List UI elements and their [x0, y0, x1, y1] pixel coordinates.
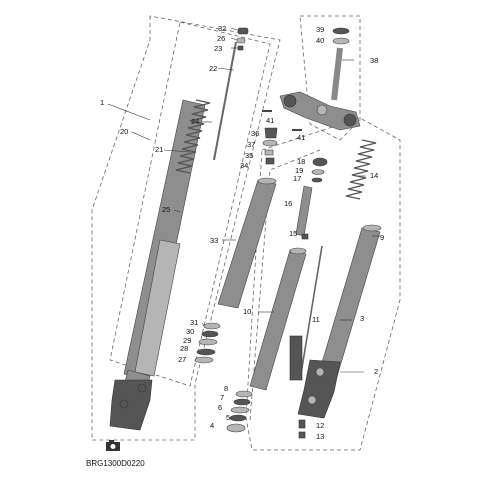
- callout-4: 4: [210, 421, 214, 430]
- callout-21: 21: [155, 145, 163, 154]
- callout-41-b: 41: [297, 133, 305, 142]
- left-fork-tube: [109, 99, 206, 431]
- camera-icon: [106, 440, 120, 451]
- left-fork-cap-parts: [236, 27, 249, 51]
- callout-26: 26: [217, 34, 225, 43]
- illustration-code: BRG1300D0220: [86, 459, 145, 468]
- right-outer-tube-3: [317, 224, 382, 381]
- callout-22: 22: [209, 64, 217, 73]
- bolts-12-13: [298, 419, 306, 439]
- callout-7: 7: [220, 393, 224, 402]
- callout-30: 30: [186, 327, 194, 336]
- right-fork-spring-14: [345, 139, 377, 200]
- left-fork-spring: [175, 99, 211, 174]
- callout-9: 9: [380, 233, 384, 242]
- callout-28: 28: [180, 344, 188, 353]
- callout-38: 38: [370, 56, 378, 65]
- callout-24: 24: [191, 117, 199, 126]
- callout-3: 3: [360, 314, 364, 323]
- callout-32: 32: [218, 24, 226, 33]
- callout-41-a: 41: [266, 116, 274, 125]
- callout-36: 36: [251, 129, 259, 138]
- callout-16: 16: [284, 199, 292, 208]
- callout-5: 5: [226, 413, 230, 422]
- assembly-boundary-38: [299, 15, 361, 141]
- callout-25: 25: [162, 205, 170, 214]
- callout-19: 19: [295, 166, 303, 175]
- rod-11: [289, 245, 323, 381]
- callout-40: 40: [316, 36, 324, 45]
- callout-2: 2: [374, 367, 378, 376]
- callout-labels: 1 2 3 4 5 6 7 8 9 10 11 12 13 14 15 16 1…: [100, 24, 384, 441]
- callout-14: 14: [370, 171, 378, 180]
- steering-stem-38: [279, 27, 361, 131]
- seal-stack-27-31: [194, 322, 221, 364]
- callout-6: 6: [218, 403, 222, 412]
- assembly-boundary-2: [245, 117, 401, 451]
- callout-11: 11: [312, 315, 320, 324]
- damper-cartridge-33: [217, 177, 277, 309]
- callout-10: 10: [243, 307, 251, 316]
- outer-tube-10: [249, 247, 307, 391]
- callout-15: 15: [289, 229, 297, 238]
- callout-12: 12: [316, 421, 324, 430]
- callout-34: 34: [240, 161, 248, 170]
- assembly-boundary-1: [91, 15, 281, 441]
- leader-lines: [107, 27, 380, 373]
- bolts-41: [262, 110, 302, 131]
- callout-17: 17: [293, 174, 301, 183]
- callout-29: 29: [183, 336, 191, 345]
- callout-20: 20: [120, 127, 128, 136]
- callout-35: 35: [245, 151, 253, 160]
- callout-33: 33: [210, 236, 218, 245]
- callout-39: 39: [316, 25, 324, 34]
- callout-8: 8: [224, 384, 228, 393]
- damper-rod-16: [295, 185, 313, 237]
- callout-23: 23: [214, 44, 222, 53]
- callout-18: 18: [297, 157, 305, 166]
- damper-parts-17-19: [301, 157, 328, 240]
- callout-37: 37: [247, 140, 255, 149]
- seal-stack-4-8: [226, 390, 253, 433]
- callout-31: 31: [190, 318, 198, 327]
- assembly-boundary-20: [109, 21, 271, 387]
- left-fork-rod: [213, 41, 237, 161]
- callout-27: 27: [178, 355, 186, 364]
- small-parts-34-37: [262, 127, 278, 165]
- callout-1: 1: [100, 98, 104, 107]
- callout-13: 13: [316, 432, 324, 441]
- right-axle-bracket-2: [297, 359, 341, 419]
